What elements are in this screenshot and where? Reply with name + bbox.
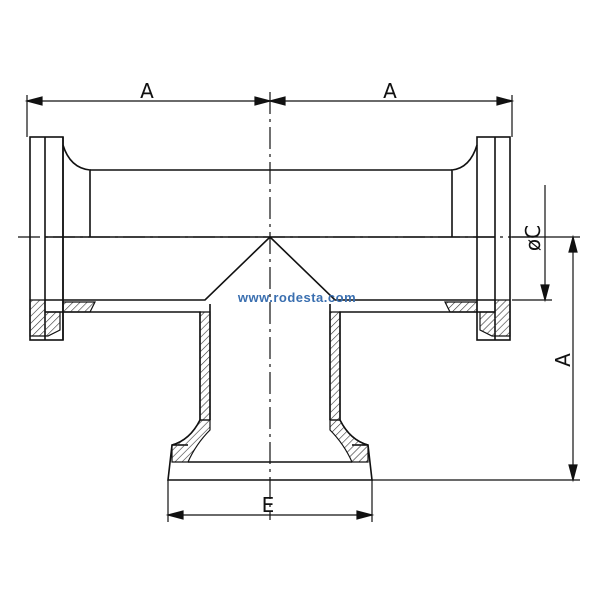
dimensions <box>24 95 580 522</box>
dim-label-c: øC <box>521 225 545 251</box>
dim-label-e: E <box>262 493 275 517</box>
center-lines <box>18 92 530 520</box>
dim-label-a-right: A <box>383 79 397 103</box>
dim-label-a-vertical: A <box>551 353 575 367</box>
dim-label-a-left: A <box>140 79 154 103</box>
section-hatching <box>29 299 511 463</box>
watermark-text: www.rodesta.com <box>237 290 356 305</box>
